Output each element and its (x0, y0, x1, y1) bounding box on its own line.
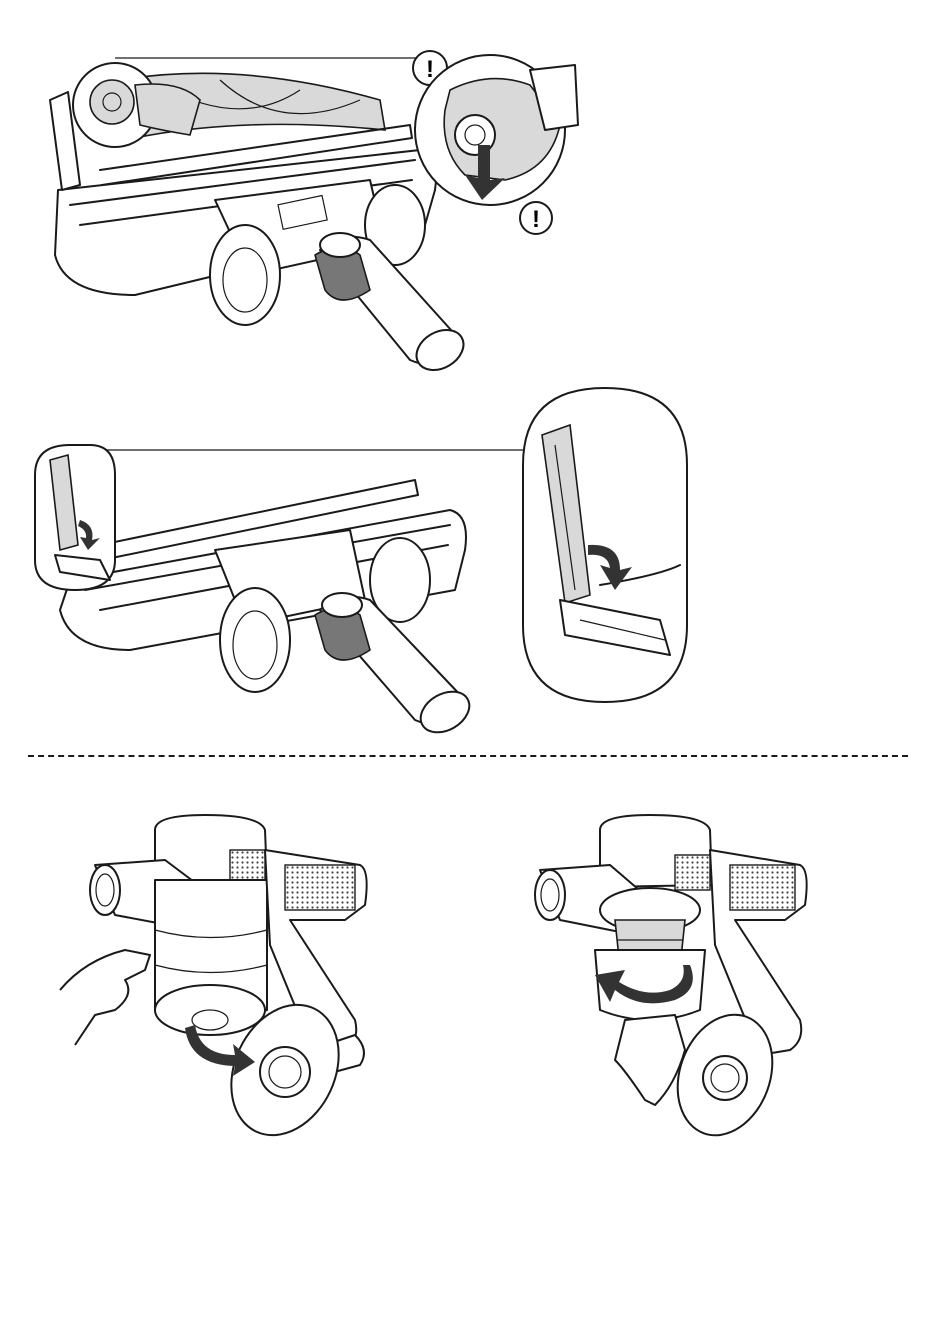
figure-bin-twist-release (525, 810, 825, 1140)
vacuum-body-illustration (525, 810, 825, 1140)
hand-icon (60, 950, 150, 1045)
svg-text:!: ! (532, 206, 540, 233)
figure-bin-base-opening (55, 810, 385, 1140)
zoom-circle-endcap (410, 50, 580, 210)
figure-endcap-closing (30, 440, 490, 740)
vacuum-body-illustration (55, 810, 385, 1140)
warning-icon: ! (518, 200, 554, 236)
hand-icon (615, 1015, 685, 1105)
zoom-panel-endcap (520, 385, 690, 705)
section-divider (28, 755, 908, 757)
cleaner-head-illustration (30, 440, 490, 740)
